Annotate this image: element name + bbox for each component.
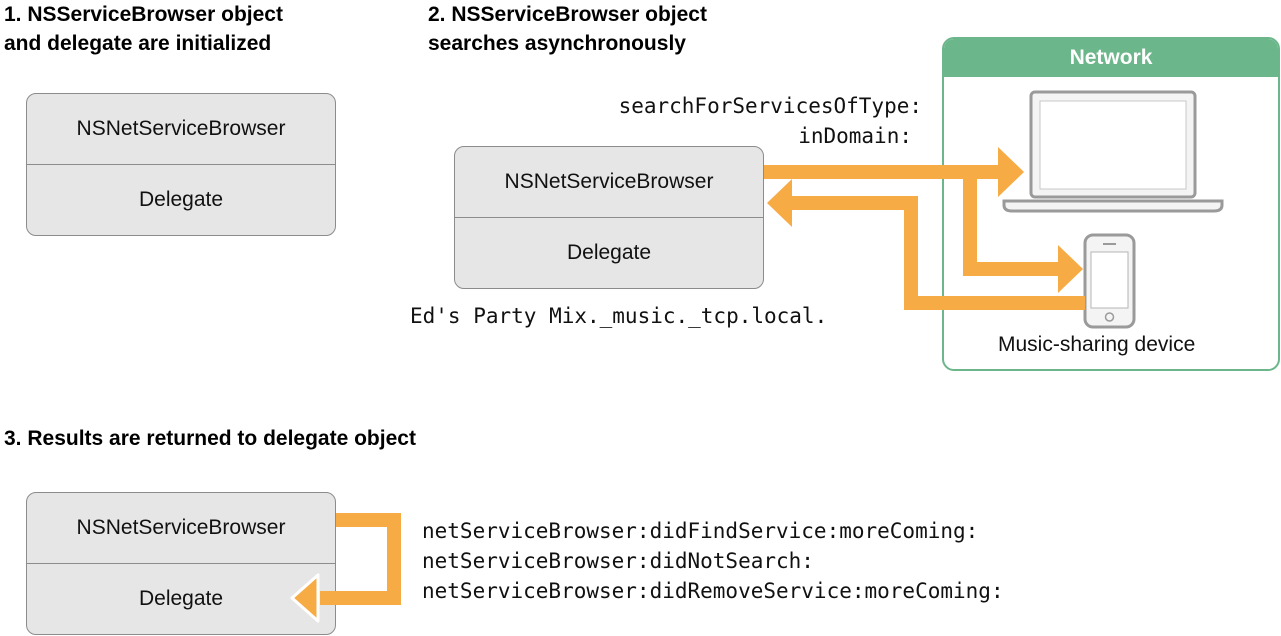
step1-heading-line2: and delegate are initialized bbox=[4, 32, 272, 55]
step3-browser-label: NSNetServiceBrowser bbox=[27, 493, 335, 564]
step1-object-box: NSNetServiceBrowser Delegate bbox=[26, 93, 336, 236]
step2-heading: 2. NSServiceBrowser object searches asyn… bbox=[428, 0, 707, 58]
step3-method-2: netServiceBrowser:didNotSearch: bbox=[422, 549, 814, 573]
step2-heading-line1: 2. NSServiceBrowser object bbox=[428, 3, 707, 26]
step3-heading: 3. Results are returned to delegate obje… bbox=[4, 427, 416, 450]
step3-delegate-label: Delegate bbox=[138, 587, 224, 610]
step2-method-line1: searchForServicesOfType: bbox=[618, 94, 922, 118]
phone-icon bbox=[1083, 233, 1136, 329]
step2-object-box: NSNetServiceBrowser Delegate bbox=[454, 146, 764, 289]
step3-object-box: NSNetServiceBrowser Delegate bbox=[26, 492, 336, 635]
step2-delegate-label: Delegate bbox=[566, 241, 652, 264]
callback-arrow bbox=[290, 513, 401, 623]
step1-heading-line1: 1. NSServiceBrowser object bbox=[4, 3, 283, 26]
step3-method-1: netServiceBrowser:didFindService:moreCom… bbox=[422, 519, 979, 543]
step2-result-name: Ed's Party Mix._music._tcp.local. bbox=[410, 304, 828, 328]
laptop-icon bbox=[1002, 90, 1224, 213]
step1-heading: 1. NSServiceBrowser object and delegate … bbox=[4, 0, 283, 58]
step2-heading-line2: searches asynchronously bbox=[428, 32, 686, 55]
device-label: Music-sharing device bbox=[998, 333, 1196, 356]
request-arrow bbox=[764, 147, 1083, 293]
step1-browser-label: NSNetServiceBrowser bbox=[27, 94, 335, 165]
step3-method-3: netServiceBrowser:didRemoveService:moreC… bbox=[422, 579, 1004, 603]
response-arrow bbox=[767, 179, 1085, 310]
step2-method-line2: inDomain: bbox=[798, 124, 912, 148]
step2-browser-label: NSNetServiceBrowser bbox=[455, 147, 763, 218]
step1-delegate-label: Delegate bbox=[138, 188, 224, 211]
network-title: Network bbox=[944, 39, 1278, 77]
